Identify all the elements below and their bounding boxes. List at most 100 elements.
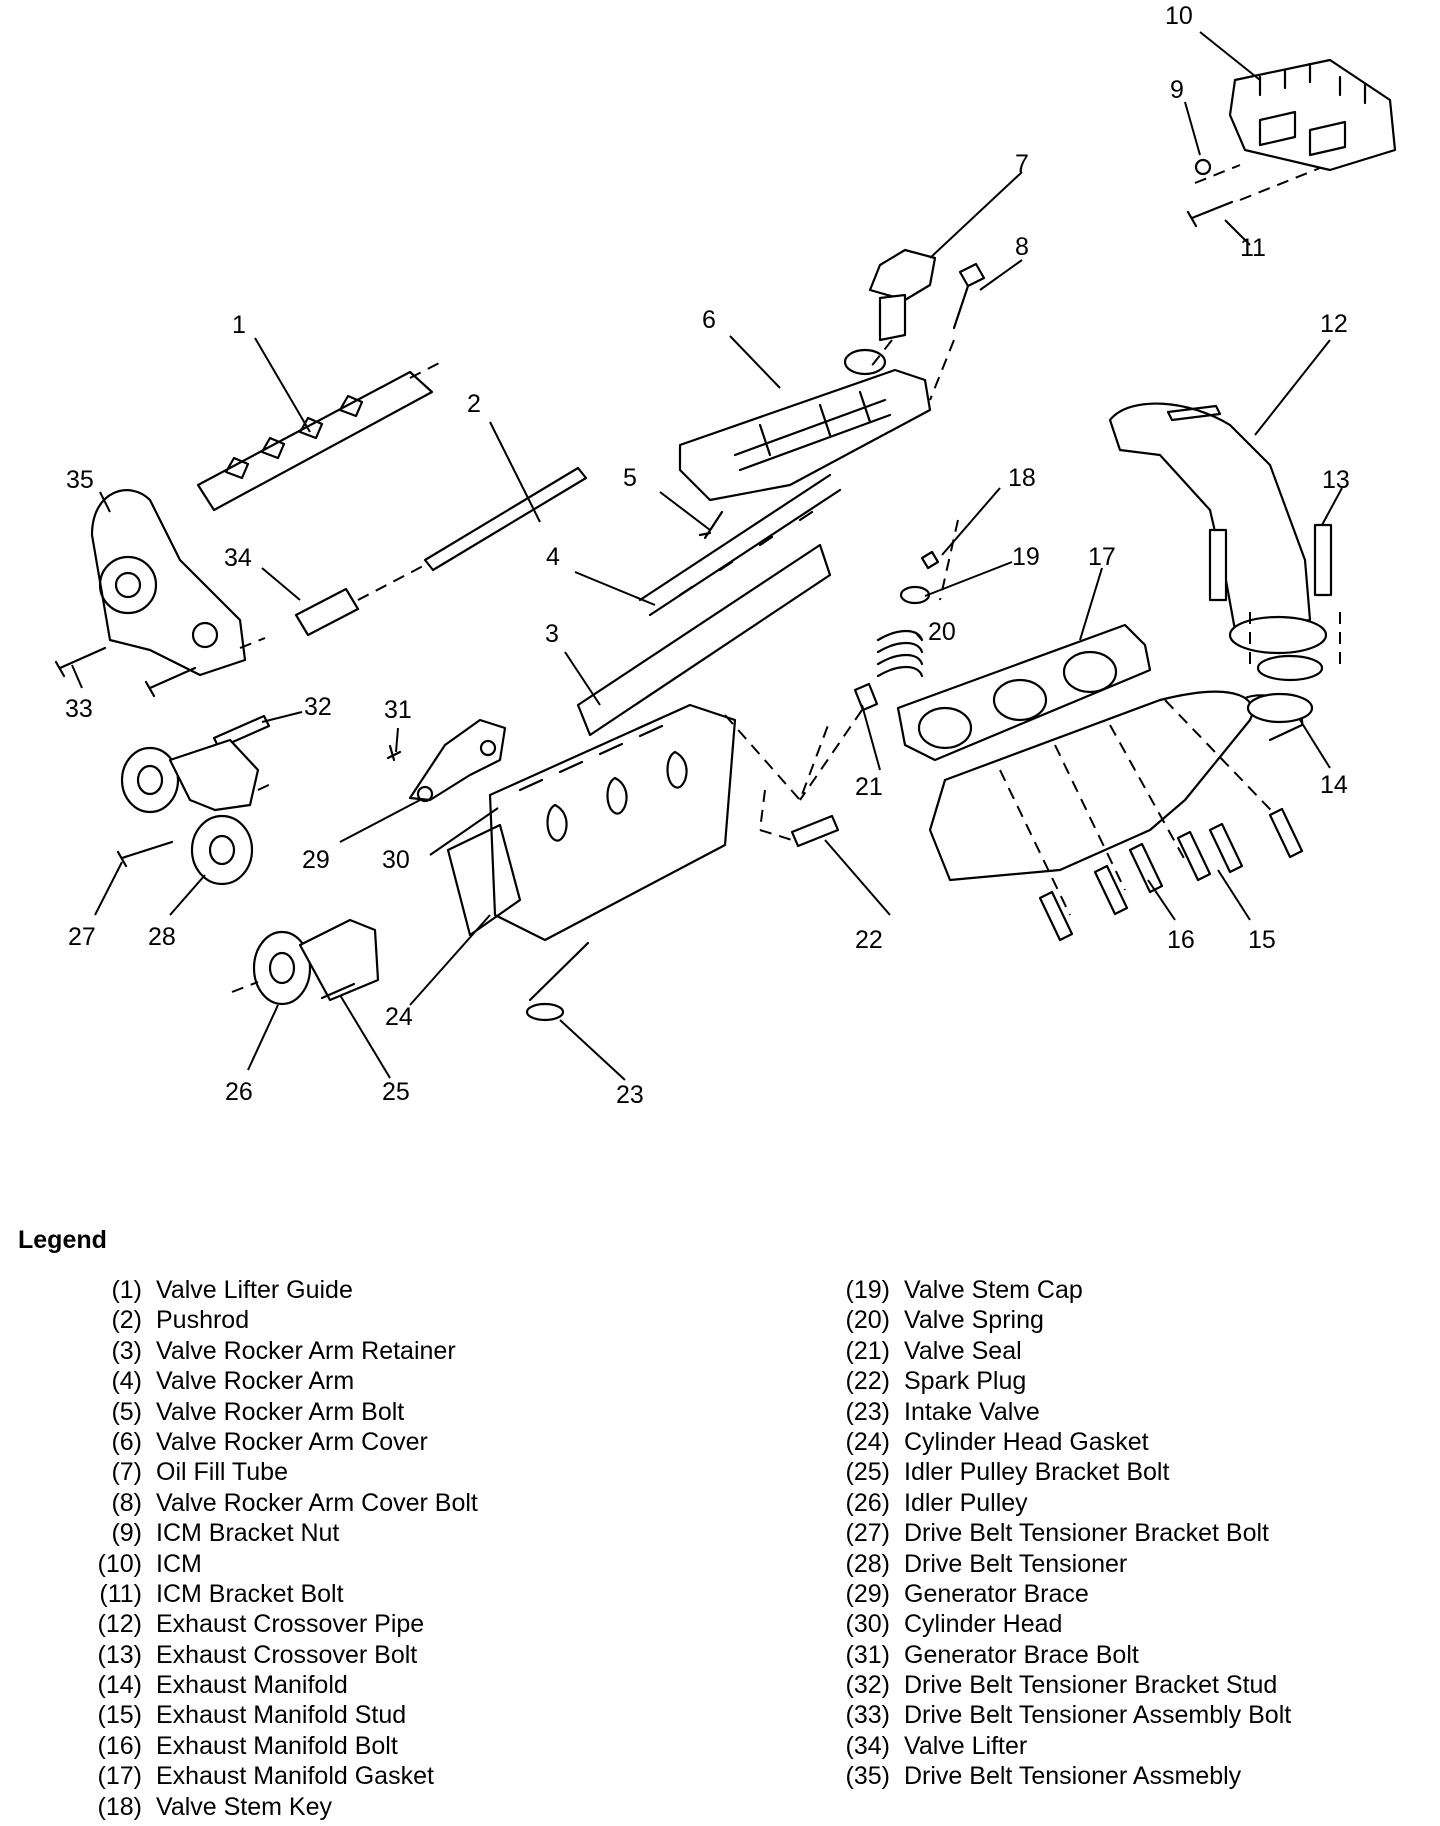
legend-item-name: Cylinder Head <box>904 1610 1063 1639</box>
legend-item-name: Oil Fill Tube <box>156 1458 288 1487</box>
legend-item-number: (15) <box>97 1701 142 1730</box>
legend-item-number: (33) <box>845 1701 890 1730</box>
legend-item: (22) Spark Plug <box>808 1366 1291 1396</box>
part-exhaust-crossover-pipe <box>1108 402 1341 682</box>
legend-item-name: Exhaust Crossover Pipe <box>156 1610 425 1639</box>
part-rocker-cover-bolt <box>929 262 986 401</box>
legend-item-name: Exhaust Manifold Gasket <box>156 1762 434 1791</box>
legend-item-number: (12) <box>97 1610 142 1639</box>
legend-item: (21)Valve Seal <box>808 1336 1291 1366</box>
callout-31: 31 <box>384 696 412 724</box>
legend-item: (10) ICM <box>60 1549 478 1579</box>
legend-item: (26)Idler Pulley <box>808 1488 1291 1518</box>
part-drive-belt-tensioner <box>120 738 276 886</box>
legend-item-number: (10) <box>97 1549 142 1578</box>
legend-item-name: Valve Rocker Arm <box>156 1367 355 1396</box>
legend-item: (9)ICM Bracket Nut <box>60 1518 478 1548</box>
callout-35: 35 <box>66 466 94 494</box>
legend-item: (8)Valve Rocker Arm Cover Bolt <box>60 1488 477 1518</box>
callout-33: 33 <box>65 695 93 723</box>
legend-item-name: Valve Rocker Arm Cover <box>156 1427 428 1456</box>
part-exhaust-manifold <box>928 690 1314 882</box>
legend-item-name: Drive Belt Tensioner Bracket Bolt <box>904 1519 1269 1548</box>
legend-item: (32)Drive Belt Tensioner Bracket Stud <box>808 1670 1291 1700</box>
callout-22: 22 <box>855 926 883 954</box>
callout-6: 6 <box>702 306 716 334</box>
legend-item-name: Valve Stem Key <box>156 1792 333 1821</box>
legend-item: (31)Generator Brace Bolt <box>808 1640 1291 1670</box>
callout-32: 32 <box>304 693 332 721</box>
legend-item-name: Spark Plug <box>904 1367 1027 1396</box>
legend-item: (25)Idler Pulley Bracket Bolt <box>808 1457 1291 1487</box>
legend-item: (24) Cylinder Head Gasket <box>808 1427 1291 1457</box>
legend-item: (4) Valve Rocker Arm <box>60 1366 478 1396</box>
part-cylinder-head <box>488 703 737 942</box>
legend-item-number: (32) <box>845 1671 890 1700</box>
legend-item: (7)Oil Fill Tube <box>60 1457 478 1487</box>
legend-column-right: (19)Valve Stem Cap (20)Valve Spring (21)… <box>808 1275 1292 1792</box>
legend-item: (11)ICM Bracket Bolt <box>60 1579 478 1609</box>
legend-item: (28)Drive Belt Tensioner <box>808 1549 1291 1579</box>
part-exhaust-manifold-studs-bolts <box>999 699 1304 942</box>
part-spark-plug <box>724 714 840 848</box>
legend-item-number: (22) <box>845 1367 890 1396</box>
callout-1: 1 <box>232 311 246 339</box>
legend-item-number: (6) <box>111 1427 142 1456</box>
legend-item-name: Idler Pulley Bracket Bolt <box>904 1458 1170 1487</box>
legend-item: (35) Drive Belt Tensioner Assmebly <box>808 1761 1291 1791</box>
part-tensioner-bracket-bolt <box>116 840 174 868</box>
callout-20: 20 <box>928 618 956 646</box>
legend-item-number: (2) <box>111 1306 142 1335</box>
legend-item: (19)Valve Stem Cap <box>808 1275 1291 1305</box>
part-idler-pulley <box>231 918 380 1006</box>
legend-item-number: (19) <box>845 1276 890 1304</box>
legend-item-name: Generator Brace <box>904 1579 1089 1608</box>
legend-item-name: Drive Belt Tensioner Assembly Bolt <box>904 1701 1292 1730</box>
part-cylinder-head-gasket <box>446 823 522 937</box>
part-pushrod <box>423 466 588 572</box>
callout-7: 7 <box>1015 150 1029 178</box>
legend-item-name: ICM <box>156 1549 202 1578</box>
legend-item-name: Valve Rocker Arm Bolt <box>156 1397 405 1426</box>
legend-item: (34)Valve Lifter <box>808 1731 1291 1761</box>
legend-column-left: (1)Valve Lifter Guide (2)Pushrod (3)Valv… <box>60 1275 478 1822</box>
legend-title: Legend <box>18 1226 107 1254</box>
legend-item: (2)Pushrod <box>60 1305 478 1335</box>
legend-item-name: Idler Pulley <box>904 1488 1028 1517</box>
callout-18: 18 <box>1008 464 1036 492</box>
callout-13: 13 <box>1322 466 1350 494</box>
callout-28: 28 <box>148 923 176 951</box>
callout-34: 34 <box>224 544 252 572</box>
part-valve-rocker-arm-cover <box>678 348 932 502</box>
callout-5: 5 <box>623 464 637 492</box>
legend-item-number: (17) <box>97 1762 142 1791</box>
legend-item-number: (16) <box>97 1731 142 1760</box>
legend-item: (12) Exhaust Crossover Pipe <box>60 1609 478 1639</box>
legend-item-number: (4) <box>111 1367 142 1396</box>
legend-item-name: ICM Bracket Nut <box>156 1519 340 1548</box>
legend-item-number: (27) <box>845 1519 890 1548</box>
legend-item-name: Drive Belt Tensioner Assmebly <box>904 1762 1242 1791</box>
legend-item-name: Valve Rocker Arm Retainer <box>156 1336 456 1365</box>
part-icm <box>1186 58 1397 228</box>
legend-item: (5)Valve Rocker Arm Bolt <box>60 1397 478 1427</box>
legend-item: (18)Valve Stem Key <box>60 1792 478 1822</box>
legend-item-name: Exhaust Manifold <box>156 1671 348 1700</box>
legend-item: (15)Exhaust Manifold Stud <box>60 1700 478 1730</box>
callout-11: 11 <box>1240 234 1266 262</box>
legend-item-number: (8) <box>111 1488 142 1517</box>
legend-item-name: Valve Lifter Guide <box>156 1276 353 1304</box>
legend-item-number: (24) <box>845 1427 890 1456</box>
callout-23: 23 <box>616 1081 644 1109</box>
legend-item: (29)Generator Brace <box>808 1579 1291 1609</box>
callout-12: 12 <box>1320 310 1348 338</box>
legend-item: (23)Intake Valve <box>808 1397 1291 1427</box>
legend-item: (33) Drive Belt Tensioner Assembly Bolt <box>808 1700 1292 1730</box>
legend-item-number: (35) <box>845 1762 890 1791</box>
legend-item-name: Exhaust Manifold Bolt <box>156 1731 398 1760</box>
legend-item-number: (1) <box>111 1276 142 1304</box>
legend-item-name: Cylinder Head Gasket <box>904 1427 1149 1456</box>
callout-8: 8 <box>1015 233 1029 261</box>
legend-item-number: (31) <box>845 1640 890 1669</box>
legend-item: (1) Valve Lifter Guide <box>60 1275 478 1305</box>
